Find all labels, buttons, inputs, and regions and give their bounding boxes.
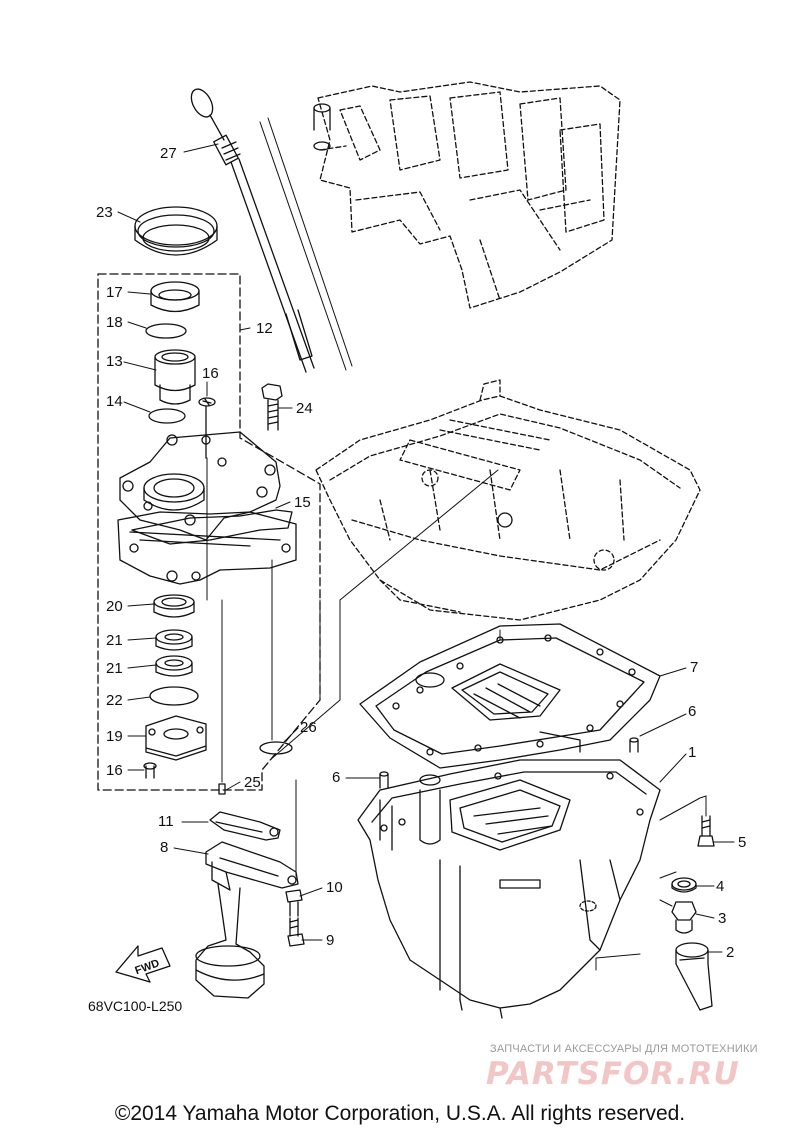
- callout-label: 8: [160, 839, 168, 856]
- seal-20: [153, 594, 195, 618]
- callout-label: 22: [106, 692, 123, 709]
- callout-label: 21: [106, 632, 123, 649]
- o-ring-26: [259, 741, 293, 755]
- seal-21-lower: [155, 655, 193, 677]
- callout-label: 25: [244, 774, 261, 791]
- callout-label: 24: [296, 400, 313, 417]
- oil-strainer-8: [195, 841, 299, 999]
- callout-label: 20: [106, 598, 123, 615]
- sleeve-13: [154, 349, 196, 405]
- callout-labels: 1 2 3 4 5 6 6 7 8 9 10 11 12 13 14 15 16…: [88, 145, 746, 1014]
- diagram-code: 68VC100-L250: [88, 998, 182, 1014]
- engine-block-stubs: [313, 103, 331, 151]
- callout-label: 1: [688, 744, 696, 761]
- o-ring-18: [145, 323, 187, 339]
- o-ring-14: [148, 408, 186, 424]
- callout-label: 15: [294, 494, 311, 511]
- dowel-pin-6-right: [629, 737, 639, 753]
- washer-4: [671, 877, 697, 893]
- drain-plug-3: [671, 901, 697, 934]
- bolt-10: [285, 889, 303, 917]
- callout-label: 17: [106, 284, 123, 301]
- callout-label: 23: [96, 204, 113, 221]
- callout-label: 2: [726, 944, 734, 961]
- seal-21-upper: [155, 629, 193, 651]
- watermark-logo: PARTSFOR.RU: [486, 1056, 740, 1092]
- oil-pan-gasket-7: [359, 623, 661, 769]
- alignment-lines: [206, 457, 501, 877]
- bolt-5: [659, 795, 715, 847]
- exhaust-guide-outline: [315, 379, 701, 621]
- oil-pump-housing: [117, 431, 297, 585]
- copyright-notice: ©2014 Yamaha Motor Corporation, U.S.A. A…: [114, 1102, 686, 1125]
- seal-17: [150, 281, 200, 313]
- right-leaders: [595, 871, 677, 971]
- guide-bore-right: [593, 549, 615, 571]
- watermark-tagline: ЗАПЧАСТИ И АКСЕССУАРЫ ДЛЯ МОТОТЕХНИКИ: [490, 1043, 758, 1055]
- callout-label: 6: [688, 703, 696, 720]
- callout-label: 11: [158, 813, 174, 830]
- oil-pan-1: [357, 759, 661, 1019]
- callout-label: 6: [332, 769, 340, 786]
- gasket-15: [131, 509, 293, 545]
- assembly-12-boundary: [97, 273, 321, 791]
- callout-label: 18: [106, 314, 123, 331]
- oil-seal-23: [134, 206, 218, 256]
- callout-label: 5: [738, 834, 746, 851]
- callout-label: 13: [106, 353, 123, 370]
- guide-bore-left: [421, 469, 439, 487]
- callout-label: 16: [202, 365, 219, 382]
- callout-label: 3: [718, 910, 726, 927]
- fwd-arrow-icon: [115, 945, 171, 983]
- flange-19: [145, 715, 207, 761]
- screw-16-upper: [198, 397, 216, 459]
- o-ring-22: [149, 686, 199, 706]
- callout-label: 21: [106, 660, 123, 677]
- callout-label: 4: [716, 878, 724, 895]
- callout-label: 10: [326, 879, 343, 896]
- callout-label: 14: [106, 393, 123, 410]
- bolt-24: [261, 383, 283, 431]
- guide-bore-center: [497, 512, 513, 528]
- dipstick: [190, 88, 353, 373]
- callout-label: 16: [106, 762, 123, 779]
- callout-label: 7: [690, 659, 698, 676]
- strainer-gasket-11: [209, 811, 281, 841]
- callout-leaders: [117, 143, 735, 953]
- pin-25: [218, 783, 226, 795]
- callout-label: 9: [326, 932, 334, 949]
- callout-label: 27: [160, 145, 177, 162]
- screw-16-lower: [143, 762, 157, 779]
- drain-fitting-2: [675, 942, 713, 1011]
- callout-label: 12: [256, 320, 273, 337]
- callout-label: 19: [106, 728, 123, 745]
- engine-block-outline: [317, 81, 621, 309]
- callout-label: 26: [300, 719, 317, 736]
- bolt-9: [287, 917, 305, 947]
- dowel-pin-6-left: [379, 771, 389, 789]
